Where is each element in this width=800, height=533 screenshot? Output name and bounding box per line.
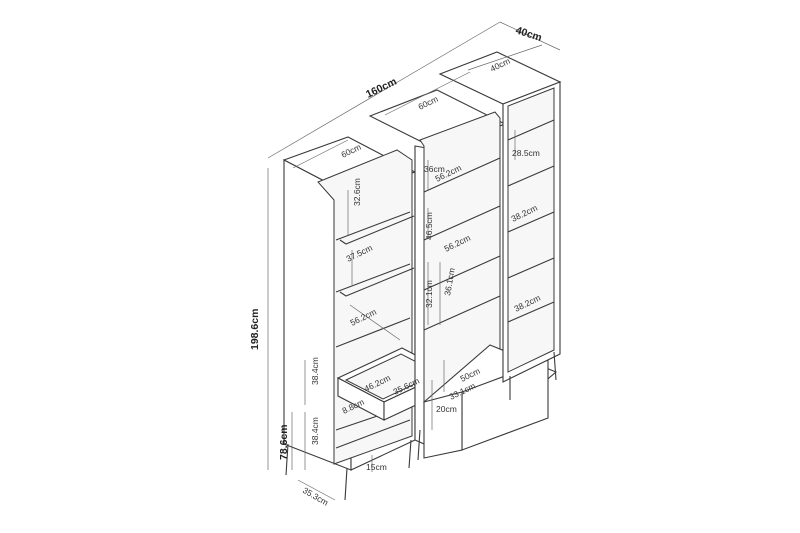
left-shelf-1-label: 32.6cm	[352, 178, 362, 206]
total-height-label: 198.6cm	[249, 309, 261, 350]
left-side-a-label: 38.4cm	[310, 357, 320, 385]
middle-drawer-height-label: 20cm	[436, 404, 457, 414]
middle-height-3-label: 32.1cm	[424, 280, 434, 308]
total-width-label: 160cm	[364, 76, 399, 101]
leg-height-label: 15cm	[366, 462, 387, 472]
dimension-lines	[267, 21, 561, 501]
middle-height-1-label: 36cm	[424, 164, 445, 174]
middle-bookcase	[368, 89, 558, 461]
middle-width-3-label: 36.1cm	[442, 267, 457, 296]
lower-height-label: 78.6cm	[278, 424, 290, 460]
right-height-1-label: 28.5cm	[512, 148, 540, 158]
right-bookcase	[438, 51, 562, 400]
left-side-b-label: 38.4cm	[310, 417, 320, 445]
left-bookcase	[282, 136, 450, 501]
total-depth-label: 40cm	[514, 24, 543, 44]
leg-depth-label: 35.3cm	[301, 485, 330, 508]
middle-height-2-label: 46.5cm	[424, 212, 434, 240]
